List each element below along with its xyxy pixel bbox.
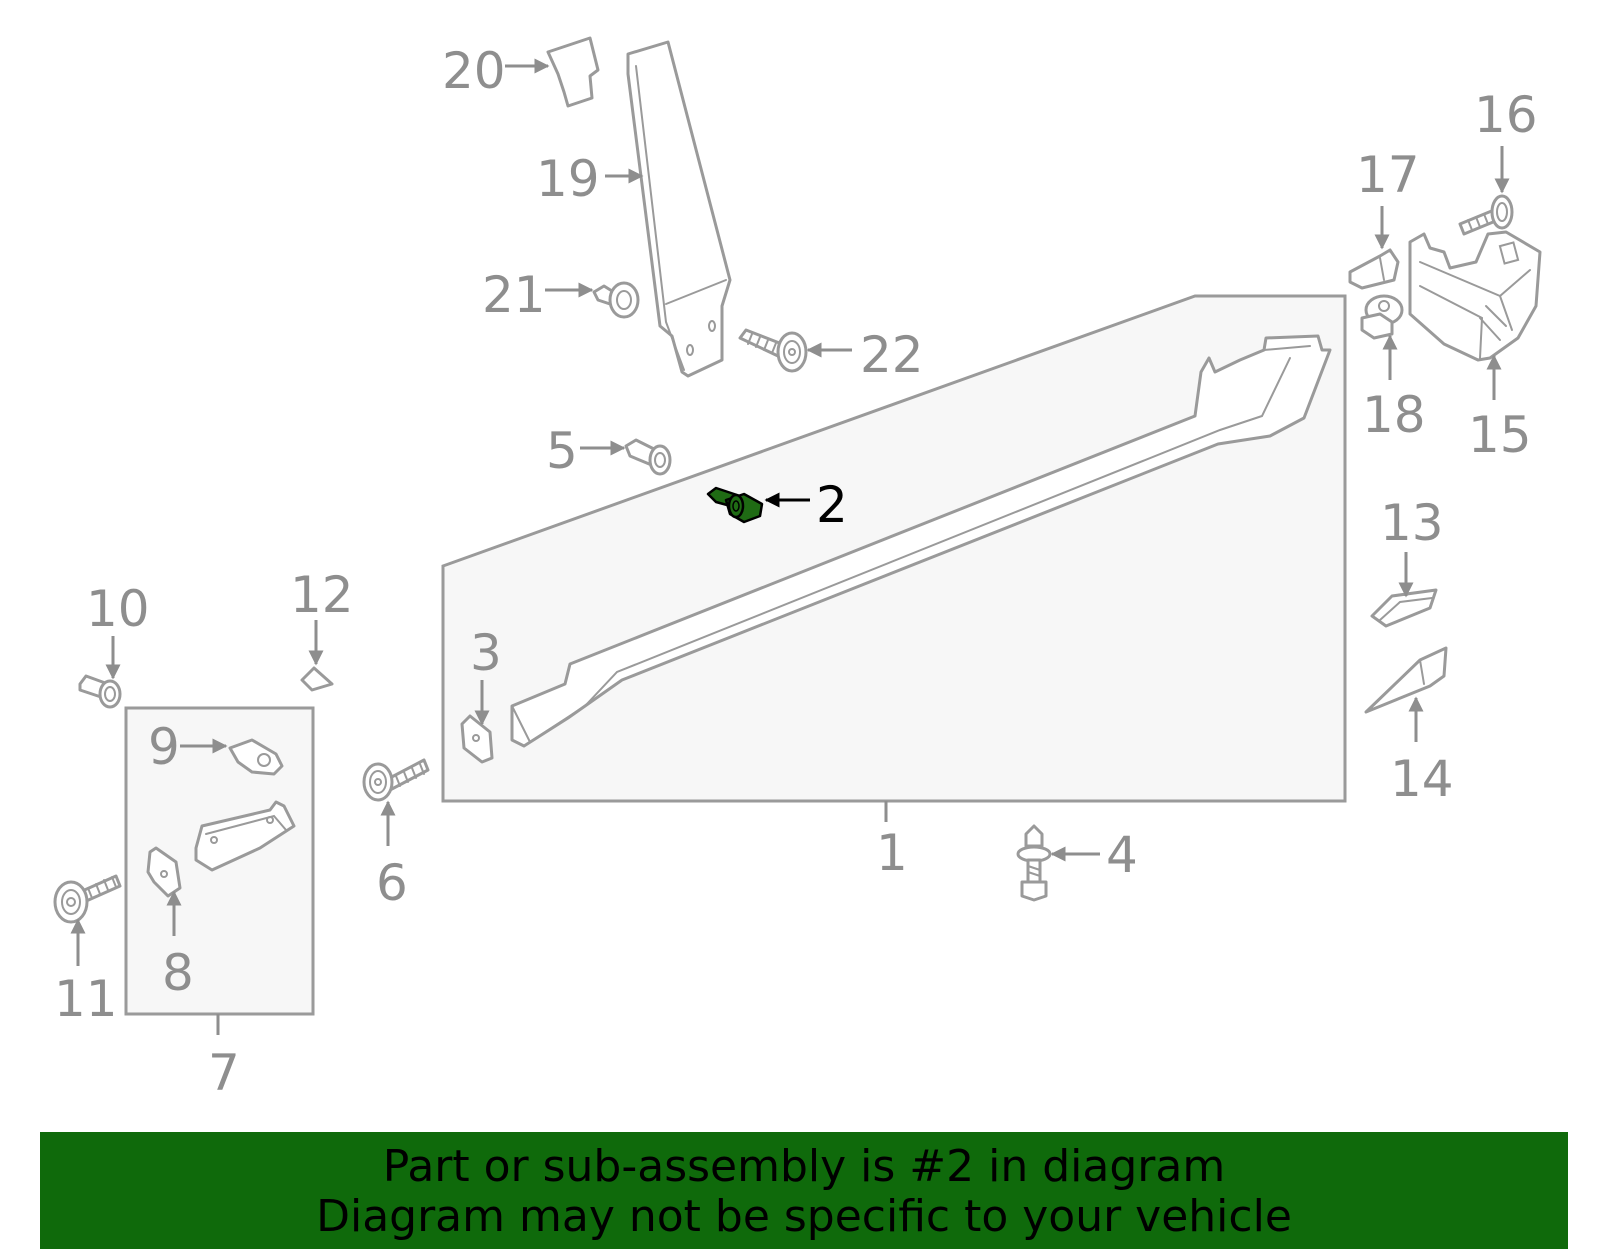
callout-21: 21 (482, 266, 546, 324)
callout-4: 4 (1106, 826, 1138, 884)
clip-part-21 (592, 281, 640, 319)
callout-11: 11 (54, 970, 118, 1028)
banner-line-1: Part or sub-assembly is #2 in diagram (382, 1141, 1226, 1192)
callout-7: 7 (208, 1044, 240, 1102)
clip-part-5 (624, 438, 672, 476)
clip-part-12 (300, 666, 334, 692)
clip-part-9 (228, 738, 284, 776)
screw-part-11 (53, 874, 122, 924)
callout-5: 5 (546, 422, 578, 480)
trim-part-14 (1364, 646, 1448, 714)
callout-17: 17 (1356, 146, 1420, 204)
callout-12: 12 (290, 566, 354, 624)
callout-22: 22 (860, 326, 924, 384)
callout-6: 6 (376, 854, 408, 912)
callout-18: 18 (1362, 386, 1426, 444)
screw-part-6 (362, 758, 430, 802)
callout-3: 3 (470, 624, 502, 682)
clip-part-2-highlighted (706, 486, 764, 524)
screw-part-16 (1458, 194, 1514, 236)
screw-part-22 (738, 328, 808, 373)
banner-line-2: Diagram may not be specific to your vehi… (316, 1191, 1292, 1242)
callout-10: 10 (86, 580, 150, 638)
screw-part-10 (78, 674, 122, 709)
info-banner: Part or sub-assembly is #2 in diagram Di… (40, 1132, 1568, 1249)
bracket-part-20 (546, 36, 600, 108)
callout-14: 14 (1390, 750, 1454, 808)
cap-part-13 (1370, 588, 1438, 628)
callout-8: 8 (162, 944, 194, 1002)
callout-9: 9 (148, 718, 180, 776)
callout-20: 20 (442, 42, 506, 100)
callout-13: 13 (1380, 494, 1444, 552)
clip-part-3 (460, 714, 494, 764)
clip-part-18 (1360, 294, 1404, 340)
callout-19: 19 (536, 150, 600, 208)
bracket-part-15 (1408, 230, 1542, 362)
garnish-part-19 (626, 40, 732, 378)
callout-2: 2 (816, 476, 848, 534)
clip-part-17 (1348, 248, 1400, 290)
stud-part-4 (1016, 824, 1052, 902)
callout-1: 1 (876, 824, 908, 882)
callout-16: 16 (1474, 86, 1538, 144)
rocker-molding-part (510, 334, 1332, 748)
lower-bracket-part (194, 800, 296, 872)
callout-15: 15 (1468, 406, 1532, 464)
